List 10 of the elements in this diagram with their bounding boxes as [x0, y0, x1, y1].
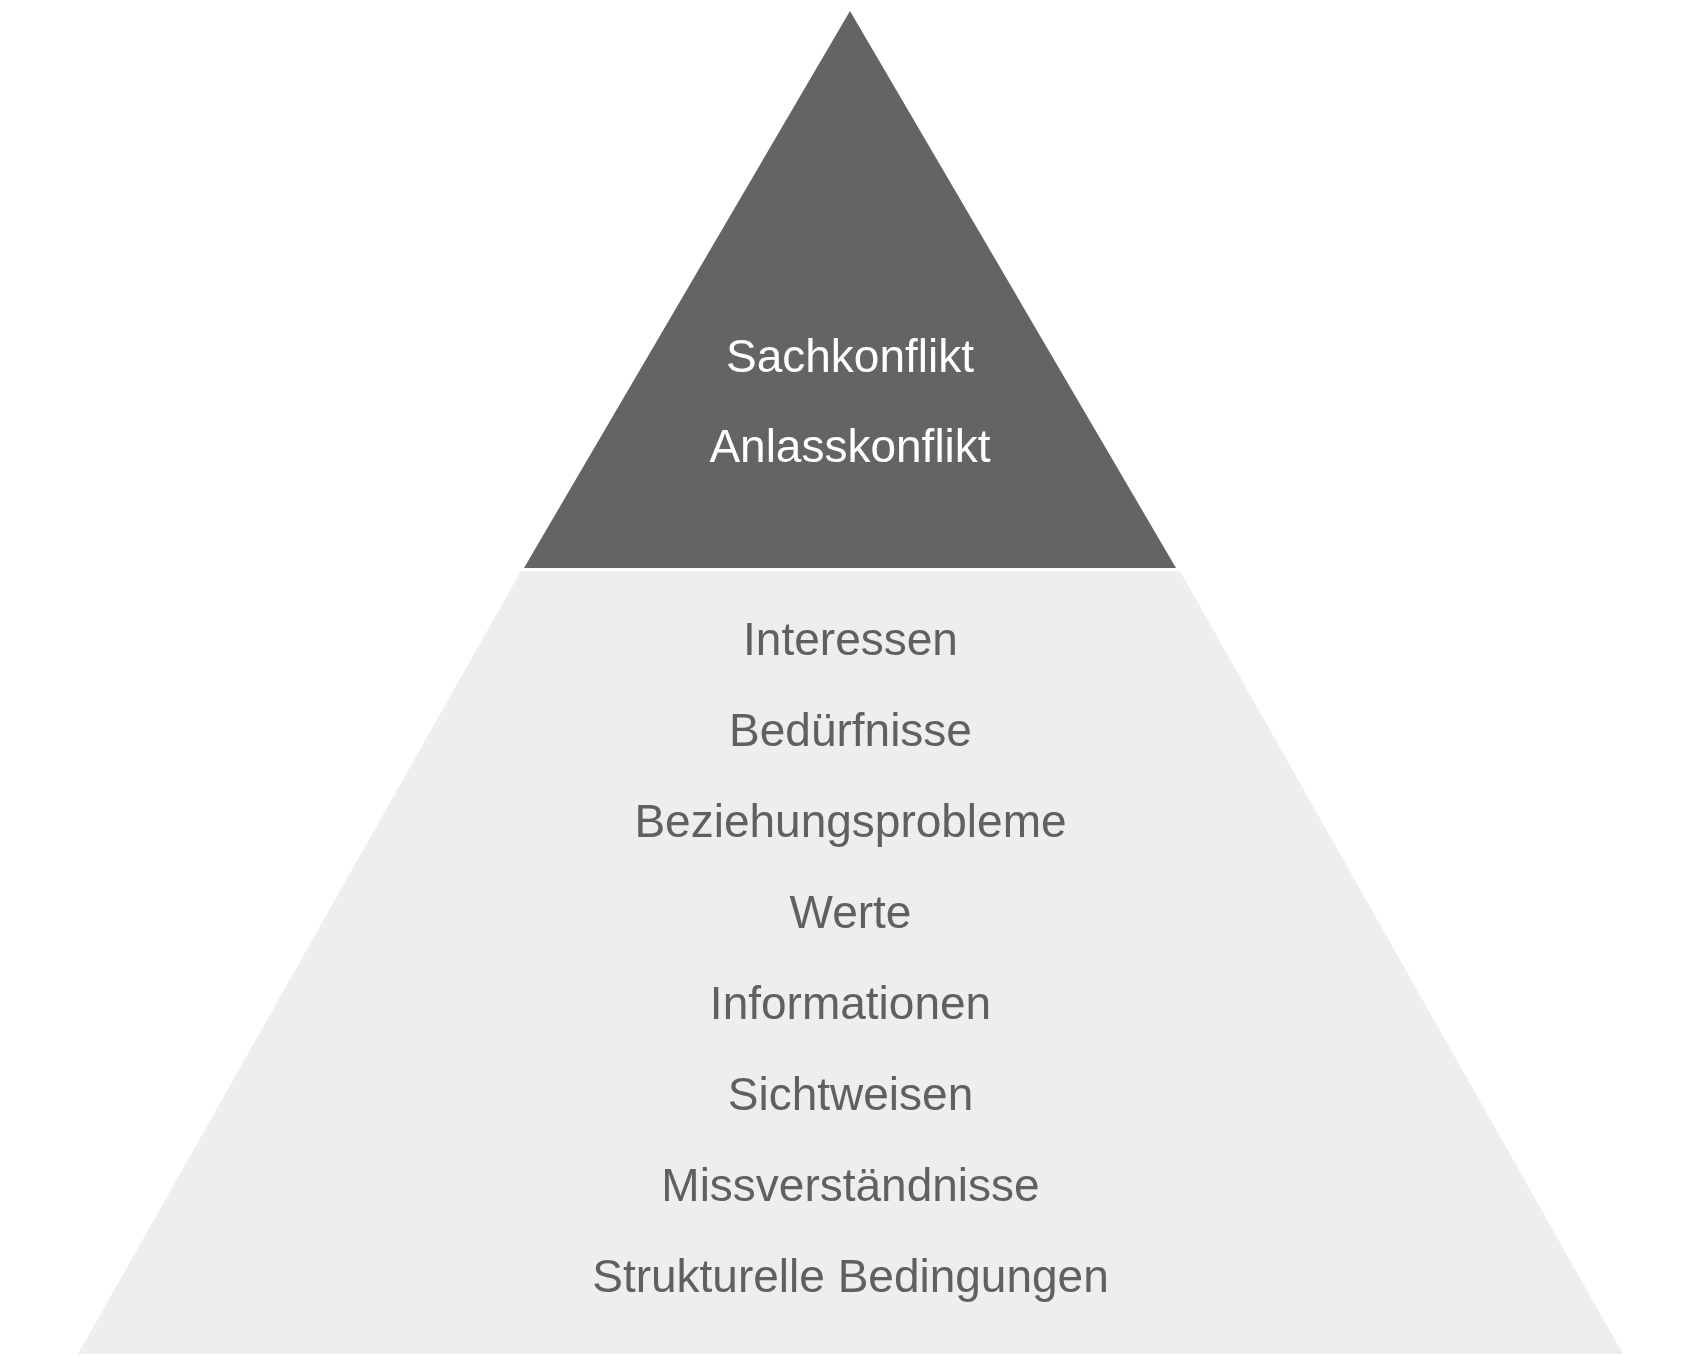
level-label: Strukturelle Bedingungen — [592, 1250, 1109, 1302]
level-label: Beziehungsprobleme — [634, 795, 1067, 847]
level-label: Werte — [789, 886, 912, 938]
level-label: Sachkonflikt — [726, 330, 974, 382]
level-label: Bedürfnisse — [729, 704, 972, 756]
level-label: Missverständnisse — [661, 1159, 1040, 1211]
level-label: Informationen — [709, 977, 992, 1029]
level-label: Anlasskonflikt — [709, 420, 991, 472]
level-label: Interessen — [743, 613, 958, 665]
level-label: Sichtweisen — [727, 1068, 974, 1120]
